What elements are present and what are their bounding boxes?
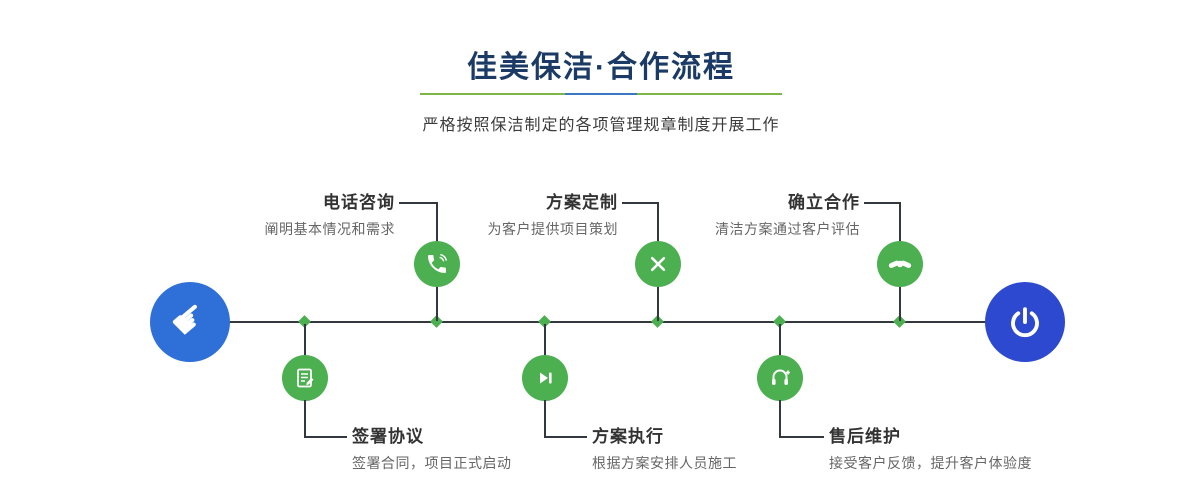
step-label: 签署协议 — [352, 427, 424, 446]
connector-line — [899, 287, 901, 321]
step-phone-consult: 电话咨询 阐明基本情况和需求 — [175, 192, 395, 238]
page-subtitle: 严格按照保洁制定的各项管理规章制度开展工作 — [422, 117, 780, 134]
handshake-icon — [888, 260, 912, 269]
connector-line — [544, 400, 546, 438]
step-desc: 根据方案安排人员施工 — [592, 455, 737, 471]
connector-line — [622, 202, 658, 204]
step-label: 售后维护 — [829, 427, 901, 446]
timeline-main-line — [190, 321, 1025, 323]
step-label: 电话咨询 — [323, 193, 395, 212]
page-title: 佳美保洁·合作流程 — [467, 51, 735, 84]
step-node-aftersales — [757, 355, 803, 401]
contract-icon — [297, 368, 314, 388]
title-underline — [420, 93, 782, 95]
connector-line — [436, 287, 438, 321]
step-desc: 签署合同，项目正式启动 — [352, 455, 512, 471]
step-desc: 接受客户反馈，提升客户体验度 — [829, 455, 1032, 471]
connector-line — [657, 202, 659, 242]
timeline-end-node — [985, 282, 1065, 362]
connector-line — [779, 400, 781, 438]
step-label: 方案执行 — [592, 427, 664, 446]
connector-line — [544, 324, 546, 356]
connector-line — [436, 202, 438, 242]
step-establish-coop: 确立合作 清洁方案通过客户评估 — [642, 192, 860, 238]
play-icon — [540, 372, 552, 384]
headset-icon — [772, 369, 790, 385]
connector-line — [305, 436, 347, 438]
connector-line — [780, 436, 824, 438]
connector-line — [864, 202, 900, 204]
underline-center-segment — [565, 93, 637, 95]
pointer-hand-icon: ☛ — [160, 290, 218, 349]
underline-right-segment — [637, 93, 782, 95]
step-desc: 清洁方案通过客户评估 — [715, 221, 860, 237]
timeline-start-node: ☛ — [150, 282, 230, 362]
underline-left-segment — [420, 93, 565, 95]
step-after-sales: 售后维护 接受客户反馈，提升客户体验度 — [829, 426, 1069, 472]
step-label: 确立合作 — [788, 193, 860, 212]
step-node-contract — [282, 355, 328, 401]
step-node-handshake — [877, 241, 923, 287]
connector-line — [399, 202, 437, 204]
step-desc: 阐明基本情况和需求 — [264, 221, 395, 237]
connector-line — [779, 324, 781, 356]
step-node-phone — [414, 241, 460, 287]
step-desc: 为客户提供项目策划 — [487, 221, 618, 237]
connector-line — [899, 202, 901, 242]
design-tools-icon — [650, 256, 666, 272]
connector-line — [304, 400, 306, 438]
step-node-design — [635, 241, 681, 287]
step-plan-custom: 方案定制 为客户提供项目策划 — [400, 192, 618, 238]
phone-icon — [428, 253, 448, 273]
power-icon — [1011, 307, 1039, 338]
step-label: 方案定制 — [546, 193, 618, 212]
connector-line — [304, 324, 306, 356]
connector-line — [545, 436, 587, 438]
step-sign-agreement: 签署协议 签署合同，项目正式启动 — [352, 426, 582, 472]
connector-line — [657, 287, 659, 321]
step-node-execute — [522, 355, 568, 401]
step-plan-execute: 方案执行 根据方案安排人员施工 — [592, 426, 822, 472]
